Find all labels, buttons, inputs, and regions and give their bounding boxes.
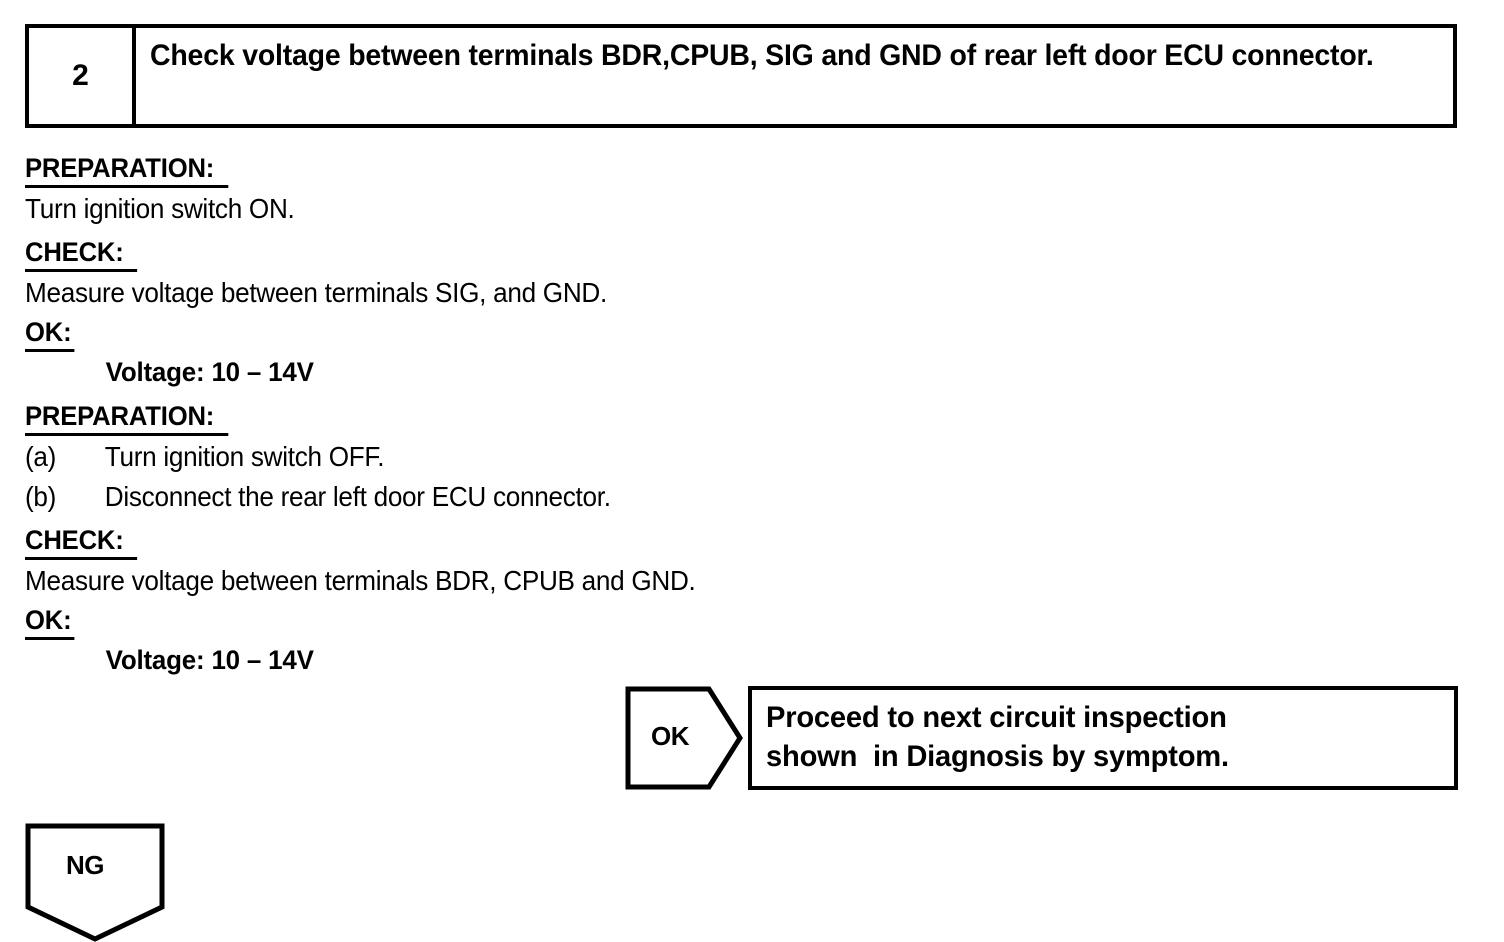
ng-arrow-shape bbox=[25, 823, 165, 942]
section2-ok-heading: OK: bbox=[25, 605, 75, 640]
section2-step-b-marker: (b) bbox=[25, 481, 57, 512]
heading-underline bbox=[25, 433, 229, 436]
section1-check-heading-row: CHECK: bbox=[25, 239, 1125, 279]
heading-underline bbox=[25, 637, 75, 640]
section2-step-b: (b) Disconnect the rear left door ECU co… bbox=[25, 483, 1070, 523]
step-instruction-cell: Check voltage between terminals BDR,CPUB… bbox=[136, 28, 1453, 124]
section2-preparation-heading: PREPARATION: bbox=[25, 401, 229, 436]
ng-branch-arrow: NG bbox=[25, 823, 165, 942]
ng-branch-label: NG bbox=[66, 850, 105, 880]
section1-check-heading-label: CHECK: bbox=[25, 237, 124, 267]
section2-check-heading-row: CHECK: bbox=[25, 527, 1125, 567]
section1-ok-spec: Voltage: 10 – 14V bbox=[105, 357, 314, 387]
section1-ok-heading-label: OK: bbox=[25, 317, 72, 347]
section2-check-heading: CHECK: bbox=[25, 525, 138, 560]
section2-step-a: (a) Turn ignition switch OFF. bbox=[25, 443, 1070, 483]
heading-underline bbox=[25, 185, 229, 188]
section2-ok-spec: Voltage: 10 – 14V bbox=[105, 645, 314, 675]
step-number-cell: 2 bbox=[29, 28, 136, 124]
section2-step-b-text: Disconnect the rear left door ECU connec… bbox=[104, 481, 611, 512]
ok-result-text: Proceed to next circuit inspection shown… bbox=[766, 701, 1229, 773]
section1-preparation-text: Turn ignition switch ON. bbox=[25, 193, 295, 224]
section2-step-a-marker: (a) bbox=[25, 441, 57, 472]
section1-ok-heading-row: OK: bbox=[25, 319, 1125, 359]
section2-ok-heading-label: OK: bbox=[25, 605, 72, 635]
heading-underline bbox=[25, 269, 138, 272]
section1-preparation-heading-label: PREPARATION: bbox=[25, 153, 215, 183]
section1-ok-heading: OK: bbox=[25, 317, 75, 352]
heading-underline bbox=[25, 349, 75, 352]
section2-ok-heading-row: OK: bbox=[25, 607, 1125, 647]
section2-check-text: Measure voltage between terminals BDR, C… bbox=[25, 565, 696, 596]
heading-underline bbox=[25, 557, 138, 560]
ok-result-box: Proceed to next circuit inspection shown… bbox=[748, 686, 1458, 790]
section1-check-heading: CHECK: bbox=[25, 237, 138, 272]
ok-branch-label: OK bbox=[651, 721, 690, 751]
section1-check-text: Measure voltage between terminals SIG, a… bbox=[25, 277, 607, 308]
section1-preparation-heading: PREPARATION: bbox=[25, 153, 229, 188]
ok-branch-arrow: OK bbox=[625, 686, 743, 790]
section1-preparation-heading-row: PREPARATION: bbox=[25, 155, 1125, 195]
section2-preparation-heading-label: PREPARATION: bbox=[25, 401, 215, 431]
ok-arrow-shape bbox=[625, 686, 743, 790]
step-header-table: 2 Check voltage between terminals BDR,CP… bbox=[25, 24, 1457, 128]
section2-step-a-text: Turn ignition switch OFF. bbox=[104, 441, 385, 472]
procedure-body: PREPARATION: Turn ignition switch ON. CH… bbox=[25, 155, 1125, 687]
section2-preparation-heading-row: PREPARATION: bbox=[25, 403, 1125, 443]
section2-check-heading-label: CHECK: bbox=[25, 525, 124, 555]
step-number: 2 bbox=[72, 59, 89, 92]
step-instruction-text: Check voltage between terminals BDR,CPUB… bbox=[150, 39, 1374, 72]
